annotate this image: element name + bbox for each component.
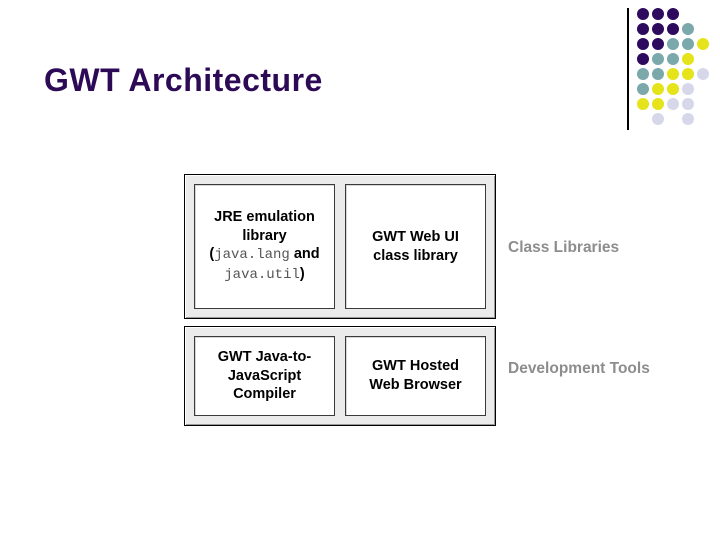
motif-dot-teal xyxy=(667,38,679,50)
motif-dot-lavender xyxy=(682,113,694,125)
motif-dot-purple xyxy=(667,23,679,35)
box-gwt-web-ui-class-library: GWT Web UI class library xyxy=(345,184,486,309)
motif-dot-purple xyxy=(637,23,649,35)
box-gwt-java-to-javascript-compiler: GWT Java-to- JavaScript Compiler xyxy=(194,336,335,416)
motif-dot-purple xyxy=(637,38,649,50)
group-class-libraries-inner: JRE emulation library (java.lang and jav… xyxy=(194,184,486,309)
vertical-rule-divider xyxy=(627,8,629,130)
motif-dot-teal xyxy=(637,83,649,95)
hosted-line-1: GWT Hosted xyxy=(372,358,459,375)
compiler-line-3: Compiler xyxy=(233,386,296,403)
motif-dot-teal xyxy=(652,53,664,65)
page-title: GWT Architecture xyxy=(44,62,323,98)
motif-dot-teal xyxy=(637,68,649,80)
group-development-tools: GWT Java-to- JavaScript Compiler GWT Hos… xyxy=(184,326,496,426)
hosted-line-2: Web Browser xyxy=(369,377,462,393)
dot-grid-motif xyxy=(627,8,720,130)
box-jre-emulation-library: JRE emulation library (java.lang and jav… xyxy=(194,184,335,309)
motif-dot-yellow xyxy=(682,53,694,65)
motif-dot-teal xyxy=(667,53,679,65)
motif-dot-yellow xyxy=(652,83,664,95)
motif-dot-yellow xyxy=(637,98,649,110)
jre-line-1: JRE emulation xyxy=(214,209,315,226)
motif-dot-lavender xyxy=(682,98,694,110)
compiler-line-2: JavaScript xyxy=(227,367,302,384)
webui-line-1: GWT Web UI xyxy=(372,228,459,245)
box-gwt-hosted-web-browser: GWT Hosted Web Browser xyxy=(345,336,486,416)
motif-dot-yellow xyxy=(682,68,694,80)
motif-dot-purple xyxy=(652,23,664,35)
label-class-libraries: Class Libraries xyxy=(508,239,620,256)
jre-package-java-lang: java.lang xyxy=(214,247,290,264)
motif-dot-lavender xyxy=(682,83,694,95)
motif-dot-yellow xyxy=(667,68,679,80)
compiler-line-1: GWT Java-to- xyxy=(217,349,312,366)
jre-package-java-util: java.util xyxy=(224,267,300,284)
motif-dot-yellow xyxy=(697,38,709,50)
gwt-architecture-diagram: JRE emulation library (java.lang and jav… xyxy=(184,174,496,426)
group-development-tools-inner: GWT Java-to- JavaScript Compiler GWT Hos… xyxy=(194,336,486,416)
motif-dot-lavender xyxy=(697,68,709,80)
group-class-libraries: JRE emulation library (java.lang and jav… xyxy=(184,174,496,319)
motif-dot-purple xyxy=(667,8,679,20)
label-development-tools: Development Tools xyxy=(508,360,650,377)
motif-dot-teal xyxy=(682,38,694,50)
motif-dot-lavender xyxy=(652,113,664,125)
motif-dot-purple xyxy=(652,8,664,20)
jre-paren-close: ) xyxy=(299,266,305,283)
motif-dot-teal xyxy=(652,68,664,80)
jre-line-2: library xyxy=(242,227,287,244)
motif-dot-purple xyxy=(652,38,664,50)
jre-paren-open: ( xyxy=(209,246,215,263)
motif-dot-purple xyxy=(637,53,649,65)
motif-dot-yellow xyxy=(652,98,664,110)
motif-dot-teal xyxy=(682,23,694,35)
webui-line-2: class library xyxy=(373,247,458,264)
jre-conjunction-and: and xyxy=(289,246,320,263)
motif-dot-purple xyxy=(637,8,649,20)
motif-dot-yellow xyxy=(667,83,679,95)
motif-dot-lavender xyxy=(667,98,679,110)
